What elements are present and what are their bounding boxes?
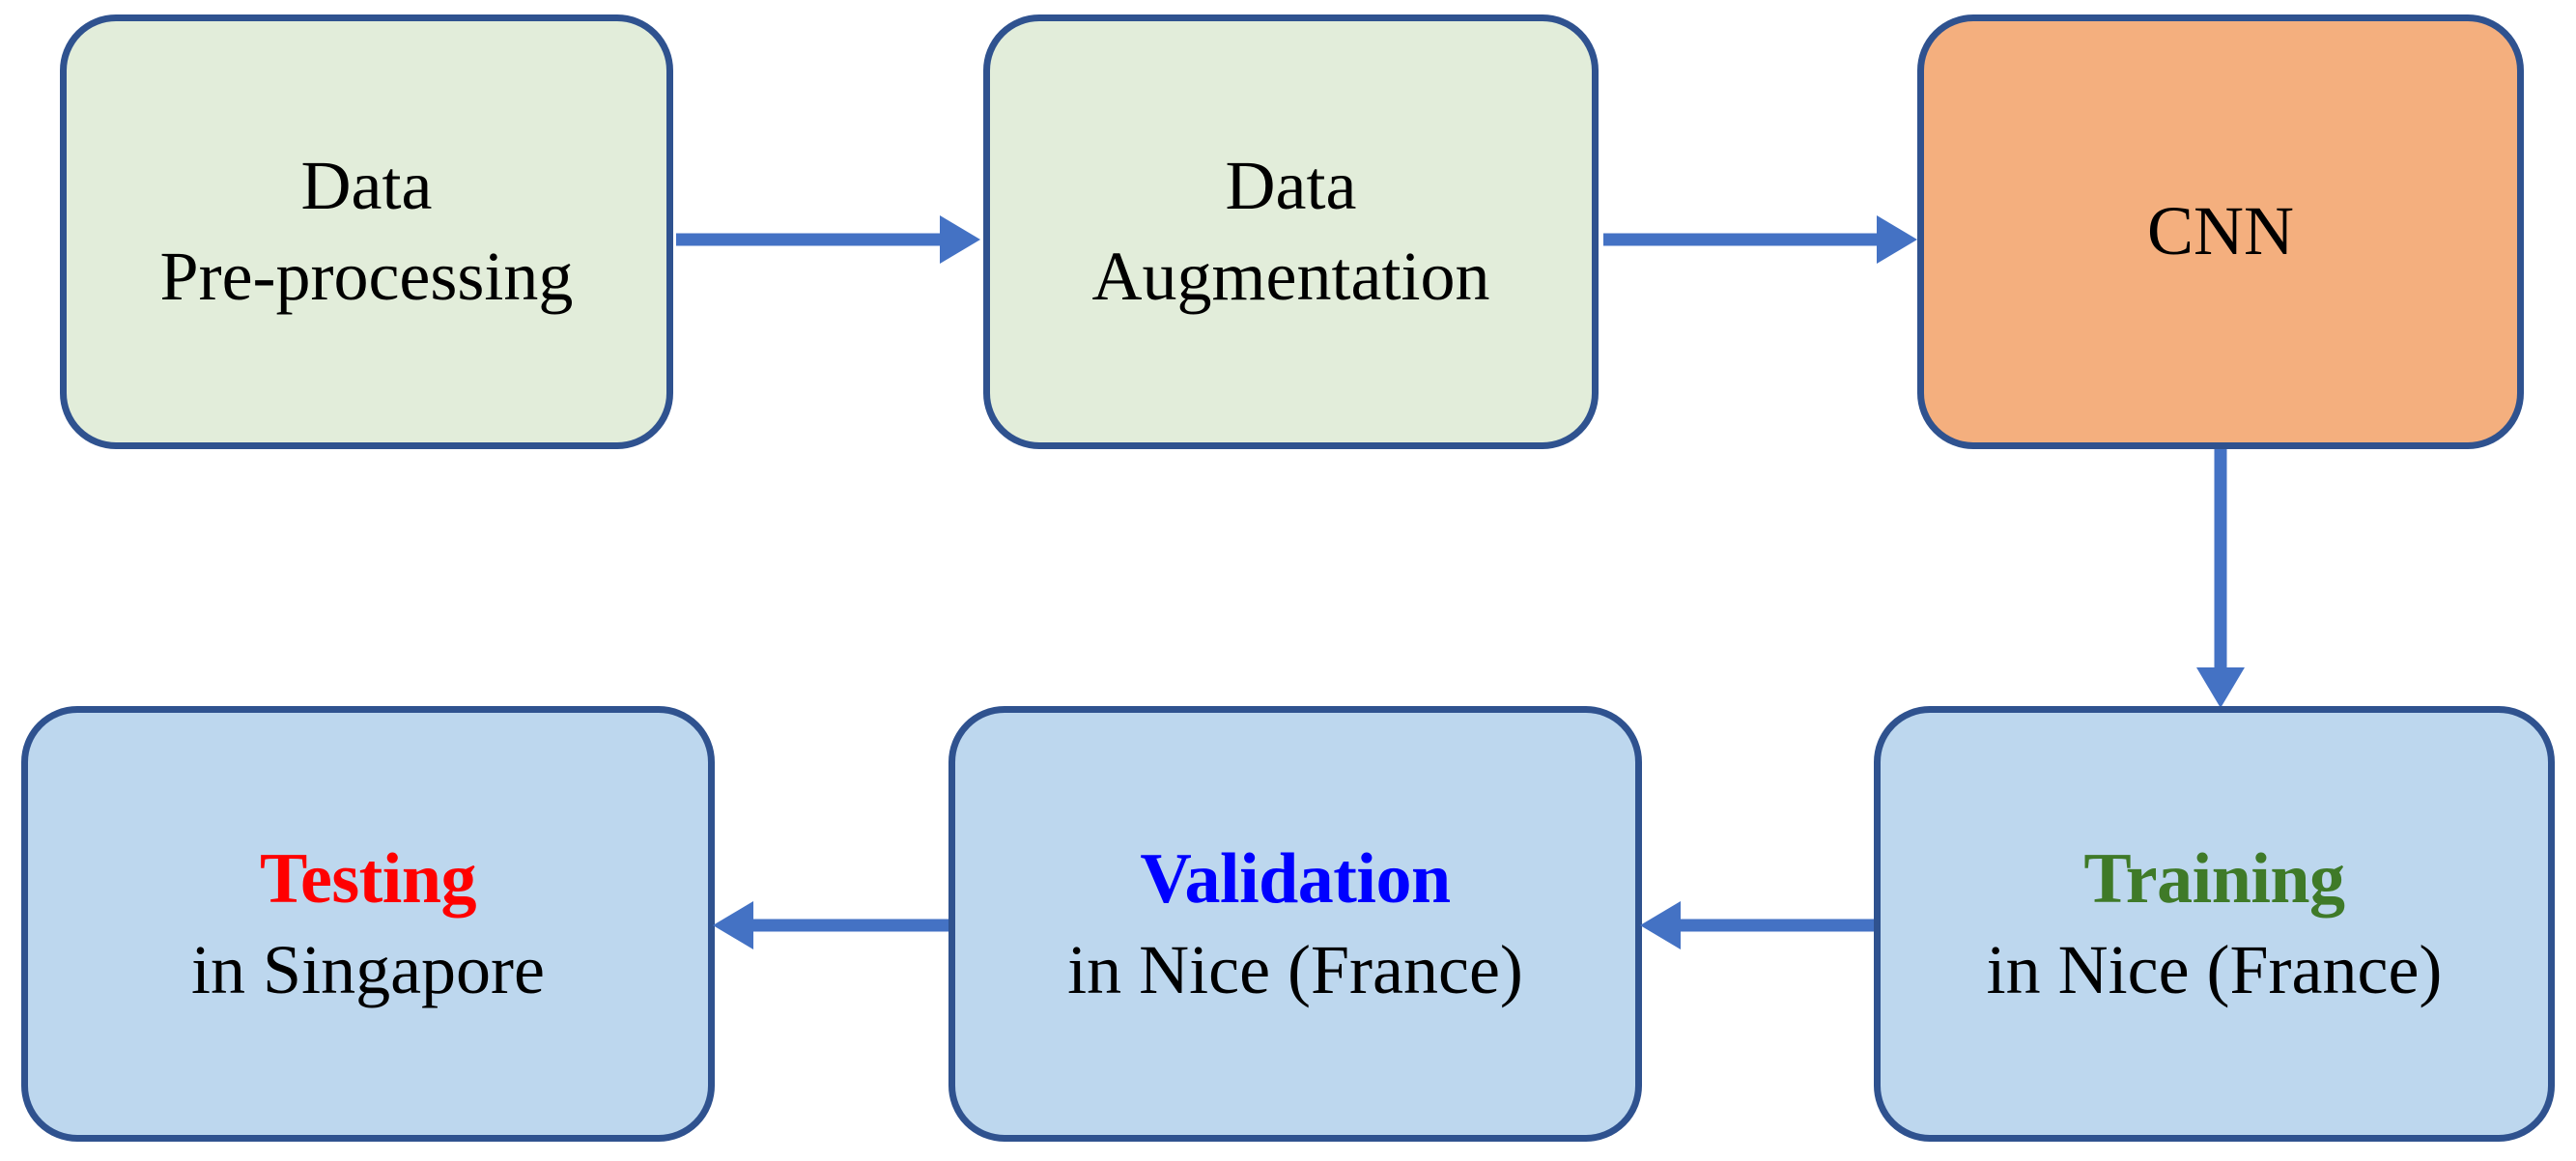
edge-training-to-validation [1640,901,1880,949]
arrow-head-left-icon [713,901,753,949]
node-testing-heading: Testing [259,838,477,919]
node-data-pre-processing[interactable]: Data Pre-processing [60,14,673,449]
node-testing-subtext: in Singapore [191,930,545,1008]
edge-augmentation-to-cnn [1603,215,1917,264]
node-data-pre-processing-line2: Pre-processing [159,238,574,315]
edge-preprocessing-to-augmentation [676,215,980,264]
arrow-head-right-icon [1877,215,1917,264]
edge-validation-to-testing [713,901,952,949]
node-validation-heading: Validation [1140,838,1451,919]
arrow-head-right-icon [940,215,980,264]
node-data-augmentation-line1: Data [1225,147,1357,225]
node-training-heading: Training [2083,838,2345,919]
edge-cnn-to-training [2196,449,2245,708]
node-data-augmentation-line2: Augmentation [1091,238,1490,315]
arrow-shaft [1603,233,1882,246]
node-validation-subtext: in Nice (France) [1067,930,1523,1008]
arrow-shaft [748,919,952,932]
arrow-shaft [2214,449,2227,675]
arrow-shaft [1675,919,1880,932]
node-cnn[interactable]: CNN [1917,14,2524,449]
arrow-head-left-icon [1640,901,1681,949]
arrow-shaft [676,233,946,246]
node-training-subtext: in Nice (France) [1986,930,2443,1008]
node-training[interactable]: Training in Nice (France) [1874,706,2555,1142]
node-validation[interactable]: Validation in Nice (France) [948,706,1642,1142]
node-data-pre-processing-line1: Data [300,147,433,225]
node-data-augmentation[interactable]: Data Augmentation [983,14,1599,449]
node-cnn-label: CNN [2146,192,2294,270]
node-testing[interactable]: Testing in Singapore [21,706,715,1142]
arrow-head-down-icon [2196,667,2245,708]
